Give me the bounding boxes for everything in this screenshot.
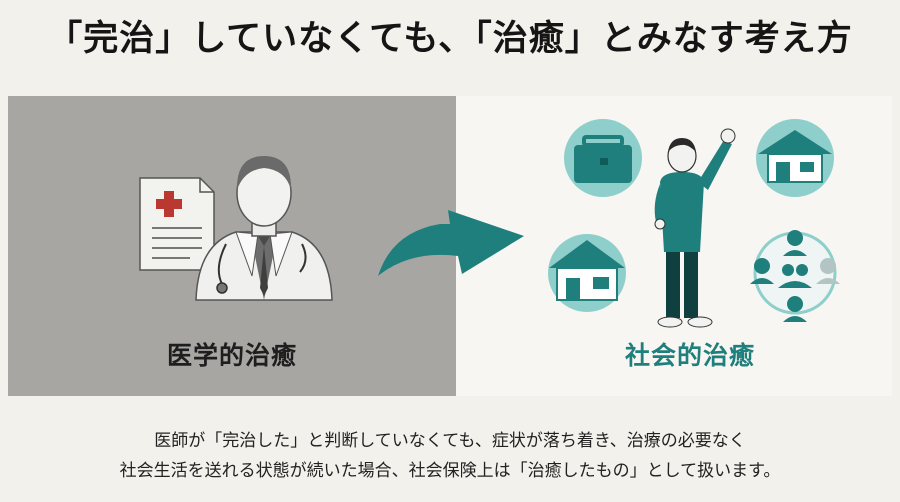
page-title: 「完治」していなくても、「治癒」とみなす考え方 (47, 19, 853, 59)
briefcase-icon (564, 119, 642, 197)
description-line-2: 社会生活を送れる状態が続いた場合、社会保険上は「治癒したもの」として扱います。 (119, 461, 781, 481)
house-icon (756, 119, 834, 197)
description: 医師が「完治した」と判断していなくても、症状が落ち着き、治療の必要なく 社会生活… (0, 426, 900, 486)
medical-cure-label: 医学的治癒 (166, 341, 297, 370)
description-line-1: 医師が「完治した」と判断していなくても、症状が落ち着き、治療の必要なく (154, 431, 746, 451)
home-icon (548, 234, 626, 312)
group-icon (750, 230, 840, 322)
arrow-icon (378, 210, 524, 276)
doctor-icon (195, 156, 333, 301)
person-icon (654, 128, 736, 328)
social-cure-label: 社会的治癒 (624, 341, 755, 370)
document-icon (139, 177, 215, 271)
